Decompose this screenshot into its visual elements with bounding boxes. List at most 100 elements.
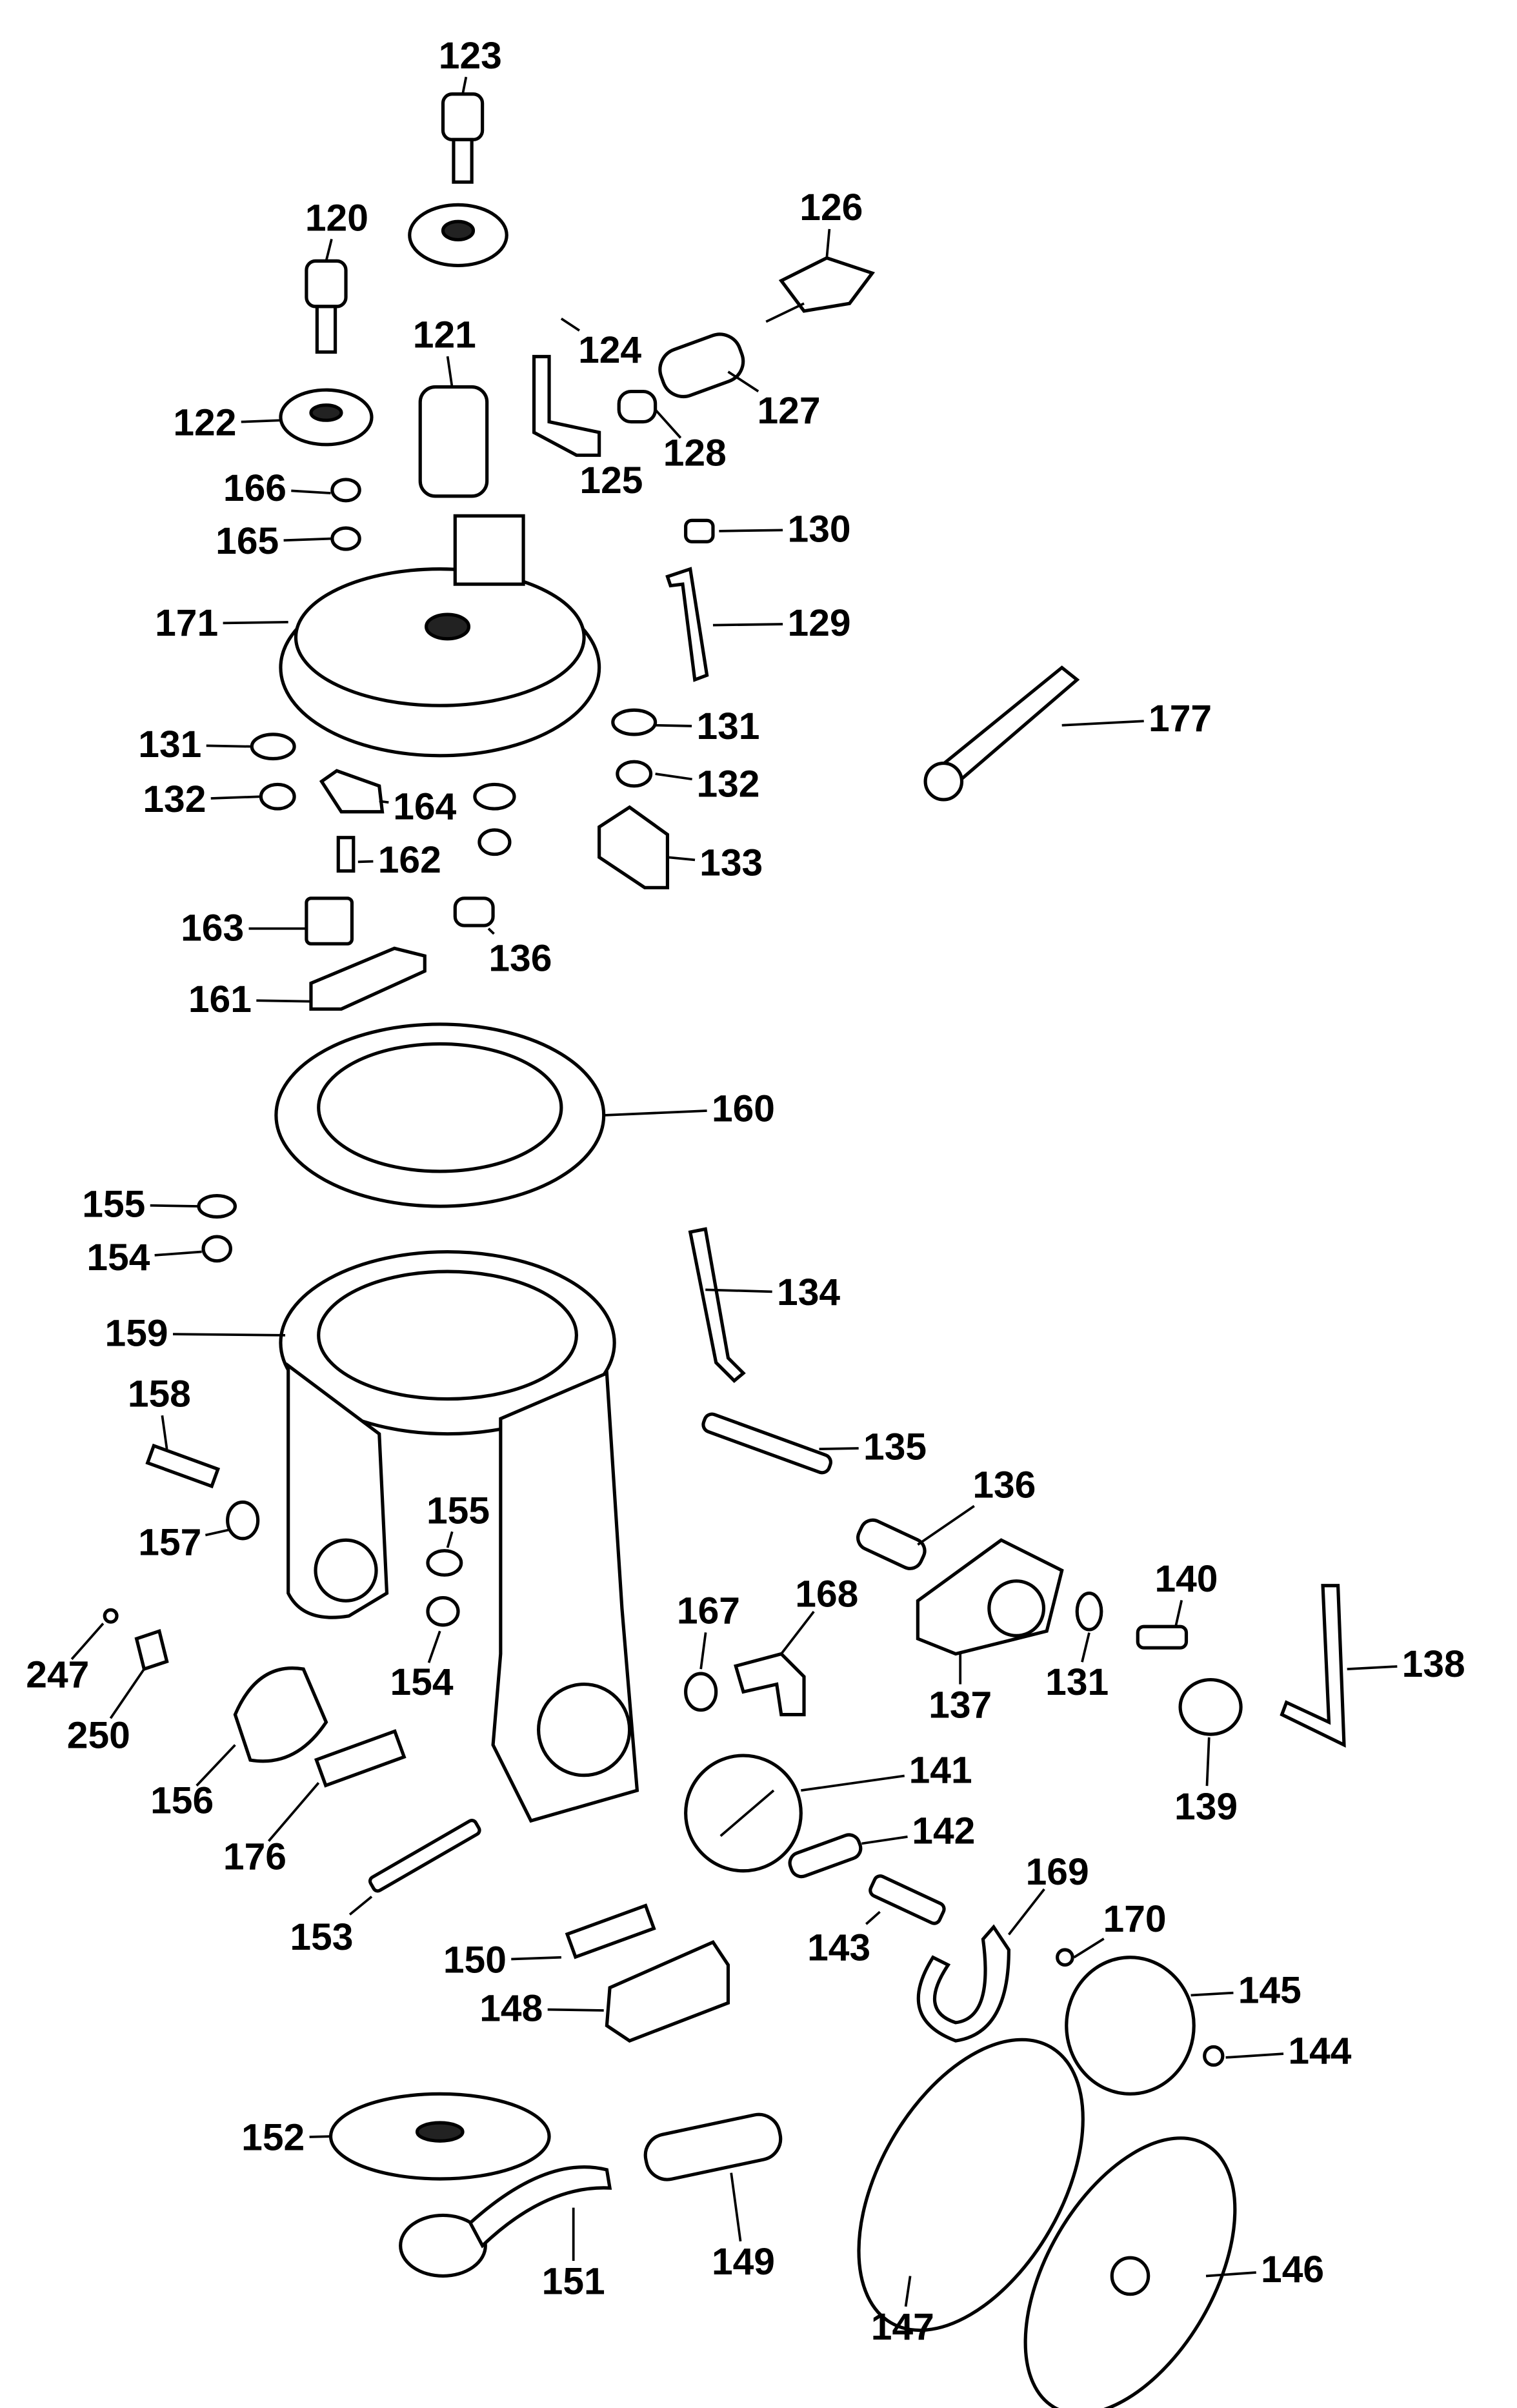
part-159-frame-inner — [317, 1270, 578, 1401]
part-callout: 135 — [819, 1426, 927, 1468]
part-150-plate — [565, 1903, 656, 1959]
part-callout: 165 — [216, 520, 331, 562]
part-callout: 170 — [1073, 1898, 1167, 1959]
part-callout: 152 — [241, 2116, 331, 2158]
leader-line — [819, 1447, 859, 1451]
part-159-leg-hole — [314, 1538, 378, 1603]
part-152-hole — [415, 2121, 465, 2143]
part-number-label: 154 — [390, 1661, 454, 1703]
part-134-hex-key — [688, 1227, 746, 1383]
part-number-label: 143 — [807, 1927, 870, 1968]
part-callout: 159 — [105, 1312, 286, 1354]
part-129-hex-key — [665, 567, 709, 682]
part-170-screw — [1056, 1948, 1074, 1967]
part-number-label: 167 — [677, 1590, 740, 1632]
part-callout: 120 — [305, 197, 368, 261]
part-146-center — [1110, 2256, 1150, 2296]
part-callout: 160 — [603, 1088, 775, 1129]
part-number-label: 141 — [909, 1749, 972, 1791]
part-callout: 129 — [712, 602, 851, 644]
part-number-label: 150 — [443, 1939, 507, 1981]
leader-line — [904, 2276, 912, 2307]
leader-line — [667, 856, 696, 862]
part-142-plate — [788, 1833, 863, 1879]
part-number-label: 144 — [1288, 2030, 1351, 2072]
part-number-label: 128 — [663, 432, 727, 474]
part-callout: 168 — [780, 1573, 858, 1655]
part-164-clip — [319, 769, 385, 814]
part-141-slot — [719, 1789, 775, 1837]
part-122-hole — [309, 403, 343, 422]
part-number-label: 151 — [542, 2261, 605, 2303]
part-number-label: 164 — [393, 786, 456, 828]
part-149-handle — [643, 2112, 783, 2181]
part-callout: 131 — [655, 705, 760, 747]
part-153-bolt — [368, 1819, 481, 1893]
leader-line — [205, 1528, 231, 1537]
part-callout: 155 — [427, 1490, 490, 1548]
leader-line — [109, 1668, 145, 1719]
part-135-pin — [701, 1412, 832, 1475]
part-callout: 144 — [1225, 2030, 1352, 2072]
part-number-label: 153 — [290, 1916, 353, 1958]
part-126-knob — [778, 256, 876, 313]
part-126-screw — [765, 302, 805, 323]
part-callout: 122 — [173, 402, 281, 444]
part-number-label: 169 — [1026, 1851, 1089, 1893]
leader-line — [865, 1910, 881, 1925]
part-number-label: 137 — [929, 1684, 992, 1726]
part-number-label: 155 — [427, 1490, 490, 1532]
leader-line — [1174, 1600, 1183, 1627]
part-133-bracket — [598, 805, 670, 889]
part-120-shank — [315, 305, 337, 354]
part-number-label: 161 — [188, 978, 252, 1020]
part-number-label: 250 — [67, 1714, 130, 1756]
part-number-label: 170 — [1103, 1898, 1167, 1940]
part-123-bolt — [441, 92, 485, 141]
part-155-washer — [426, 1549, 463, 1577]
part-callout: 134 — [705, 1271, 840, 1313]
part-127-sleeve — [658, 332, 745, 398]
leader-line — [801, 1774, 905, 1792]
part-121-sleeve — [418, 385, 489, 498]
part-145-cover — [1065, 1956, 1196, 2096]
part-139-cap — [1178, 1677, 1243, 1736]
leader-line — [487, 927, 495, 935]
leader-line — [1081, 1632, 1090, 1663]
part-156-cam — [233, 1666, 328, 1763]
part-138-hex-key — [1280, 1584, 1346, 1748]
part-number-label: 124 — [578, 329, 641, 371]
part-number-label: 135 — [863, 1426, 927, 1468]
part-123-shank — [452, 137, 474, 184]
part-number-label: 155 — [82, 1183, 145, 1225]
part-169-split-ring — [916, 1924, 1011, 2043]
part-163-block — [305, 896, 354, 946]
part-number-label: 126 — [799, 187, 863, 228]
part-washer — [473, 782, 516, 811]
leader-line — [325, 239, 333, 261]
part-number-label: 149 — [712, 2241, 775, 2283]
part-callout: 169 — [1007, 1851, 1089, 1936]
part-callout: 139 — [1174, 1737, 1238, 1828]
leader-line — [379, 800, 389, 804]
leader-line — [699, 1632, 707, 1670]
part-140-screw — [1136, 1624, 1189, 1650]
part-number-label: 160 — [712, 1088, 775, 1129]
part-number-label: 123 — [439, 35, 502, 77]
part-171-hole — [425, 612, 471, 641]
leader-line — [1347, 1665, 1398, 1670]
part-141-knob — [684, 1754, 803, 1873]
part-132-nut — [259, 782, 296, 811]
part-number-label: 145 — [1238, 1969, 1301, 2011]
part-151-lever-ring — [399, 2213, 487, 2278]
part-number-label: 136 — [972, 1464, 1036, 1506]
part-177-wrench — [938, 665, 1080, 784]
part-number-label: 166 — [223, 467, 286, 509]
leader-line — [1205, 1737, 1211, 1786]
part-callout: 163 — [181, 907, 306, 949]
part-137-boss — [987, 1579, 1046, 1637]
part-washer-hole — [441, 219, 476, 242]
part-136-spring — [856, 1518, 927, 1570]
part-callout: 143 — [807, 1910, 881, 1968]
